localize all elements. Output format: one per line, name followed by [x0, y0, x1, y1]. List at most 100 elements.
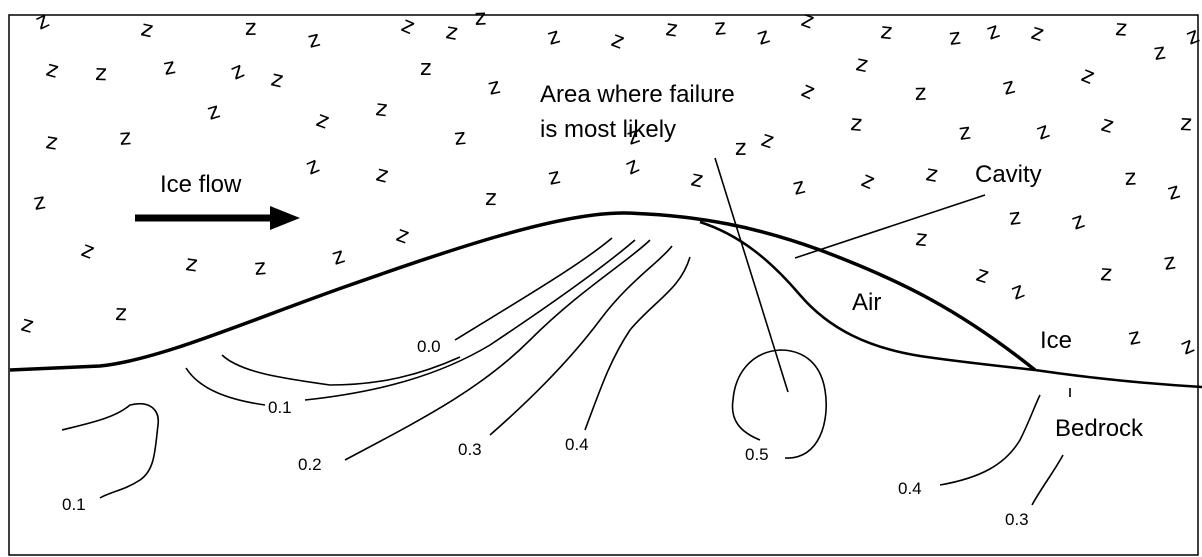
ice-texture-mark: z — [420, 56, 432, 81]
ice-texture-mark: z — [393, 222, 412, 249]
ice-texture-mark: z — [32, 8, 53, 36]
ice-texture-mark: z — [1100, 261, 1113, 287]
ice-texture-mark: z — [546, 164, 563, 191]
ice-texture-mark: z — [622, 153, 643, 181]
ice-texture-mark: z — [798, 7, 817, 34]
contour-label-0.3a: 0.3 — [458, 440, 482, 459]
ice-texture-mark: z — [608, 27, 628, 54]
failure-leader-line — [714, 157, 789, 393]
ice-texture-mark: z — [973, 262, 991, 289]
contour-label-0.2: 0.2 — [298, 455, 322, 474]
stress-contours — [61, 237, 1064, 506]
ice-texture-mark: z — [32, 189, 48, 216]
ice-texture-mark: z — [689, 166, 706, 193]
ice-texture-mark: z — [44, 129, 59, 156]
ice-texture-mark: z — [486, 74, 503, 101]
contour-line-0.2 — [344, 239, 651, 461]
ice-texture-mark: z — [313, 107, 332, 134]
ice-texture-mark: z — [184, 251, 199, 277]
ice-texture-mark: z — [398, 13, 418, 41]
contour-label-0.4a: 0.4 — [565, 435, 589, 454]
ice-texture-mark: z — [914, 226, 928, 252]
ice-texture-mark: z — [374, 96, 389, 122]
ice-texture-mark: z — [1033, 118, 1053, 145]
ice-texture-mark: z — [305, 27, 322, 54]
ice-texture-mark: z — [758, 127, 777, 154]
ice-texture-mark: z — [713, 15, 727, 41]
ice-texture-mark: z — [754, 23, 773, 50]
ice-texture-mark: z — [95, 61, 107, 86]
ice-texture-mark: z — [1078, 62, 1098, 90]
contour-line-0.4a — [584, 256, 691, 431]
ice-texture-mark: z — [858, 168, 878, 196]
contour-line-0.1-upper — [304, 239, 636, 401]
ice-texture-mark: z — [204, 98, 222, 125]
ice-texture-mark: z — [1115, 16, 1128, 42]
ice-texture-mark: z — [119, 125, 132, 151]
ice-texture-mark: z — [444, 19, 460, 46]
contour-line-0.1a — [221, 354, 461, 386]
cavity-boundary-line — [699, 220, 1036, 372]
cavity-leader-line — [794, 194, 986, 259]
ice-texture-mark: z — [78, 237, 98, 264]
ice-texture-mark: z — [1180, 111, 1193, 137]
ice-texture-mark: z — [735, 136, 747, 161]
ice-texture-mark: z — [924, 161, 940, 188]
failure-label-line2: is most likely — [540, 116, 676, 143]
ice-texture-mark: z — [329, 243, 348, 270]
ice-texture-mark: z — [914, 81, 926, 106]
cavity-label: Cavity — [975, 161, 1042, 188]
ice-texture-mark: z — [879, 19, 893, 45]
ice-texture-mark: z — [1098, 112, 1116, 139]
ice-texture-mark: z — [545, 24, 563, 51]
ice-texture-mark: z — [485, 186, 497, 211]
ice-texture-mark: z — [664, 16, 679, 42]
ice-texture-mark: z — [1069, 208, 1088, 235]
ice-texture-mark: z — [374, 162, 391, 189]
ice-texture-mark: z — [18, 312, 36, 339]
ice-texture-mark: z — [303, 153, 323, 181]
contour-line-0.4b — [939, 394, 1041, 486]
ice-texture-mark: z — [474, 5, 487, 31]
ice-label: Ice — [1040, 327, 1072, 354]
contour-label-0.4b: 0.4 — [898, 479, 922, 498]
contour-label-0.0: 0.0 — [417, 337, 441, 356]
ice-texture-mark: z — [957, 120, 972, 146]
ice-texture-mark: z — [269, 66, 286, 93]
glacier-bed-line — [9, 211, 1037, 372]
contour-line-0.0 — [454, 237, 613, 341]
contour-label-0.5: 0.5 — [745, 445, 769, 464]
air-label: Air — [852, 289, 881, 316]
contour-line-0.1b — [185, 367, 266, 406]
bedrock-surface-line — [1034, 368, 1202, 389]
contour-label-0.1a: 0.1 — [268, 398, 292, 417]
ice-texture-mark: z — [115, 301, 127, 326]
ice-texture-mark: z — [854, 51, 870, 78]
ice-texture-mark: z — [43, 57, 61, 84]
ice-texture-mark: z — [790, 174, 807, 201]
ice-texture-mark: z — [798, 78, 819, 106]
ice-texture-mark: z — [245, 16, 257, 41]
ice-texture-mark: z — [1000, 74, 1018, 101]
ice-texture-mark: z — [1177, 333, 1198, 361]
ice-texture-mark: z — [1152, 39, 1167, 66]
ice-texture-mark: z — [1126, 324, 1142, 351]
contour-line-0.3a — [489, 245, 673, 436]
ice-texture-mark: z — [948, 25, 963, 51]
ice-flow-arrow — [135, 206, 300, 230]
contour-label-0.1b: 0.1 — [62, 495, 86, 514]
bedrock-label: Bedrock — [1055, 415, 1144, 442]
ice-texture-mark: z — [453, 125, 467, 151]
diagram-border — [8, 14, 1199, 556]
ice-texture-mark: z — [849, 111, 863, 137]
ice-texture-mark: z — [1028, 20, 1046, 47]
ice-texture-mark: z — [1165, 179, 1183, 206]
ice-texture-mark: z — [1124, 165, 1137, 191]
ice-texture-mark: z — [227, 58, 248, 86]
ice-texture-mark: z — [253, 255, 267, 281]
failure-label-line1: Area where failure — [540, 81, 735, 108]
ice-texture-mark: z — [984, 18, 1003, 45]
ice-texture-mark: z — [1008, 278, 1028, 306]
